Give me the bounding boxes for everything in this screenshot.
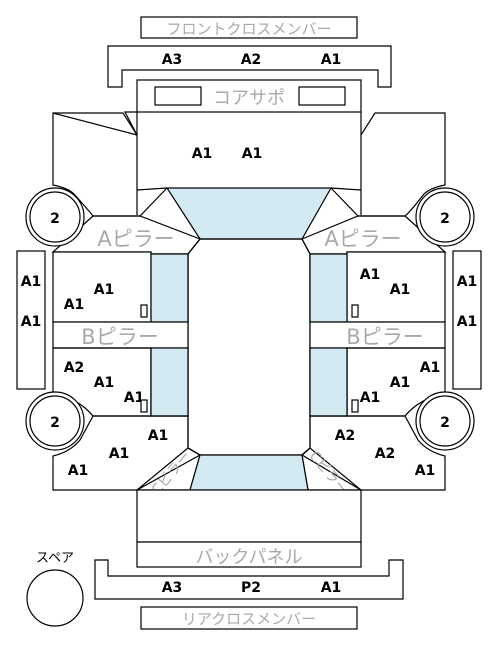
rear-cross-member-label: リアクロスメンバー [182,610,316,628]
front-cross-member-label: フロントクロスメンバー [166,20,331,38]
svg-text:A1: A1 [415,463,436,479]
left-b-pillar: Bピラー [52,321,189,349]
svg-text:A1: A1 [124,390,145,406]
left-rear-door: A2 A1 A1 [52,347,189,417]
svg-text:A1: A1 [360,390,381,406]
back-panel-label: バックパネル [195,547,302,568]
right-rear-door: A1 A1 A1 [309,347,446,417]
front-member-grade: A2 [241,52,262,68]
svg-text:A1: A1 [390,282,411,298]
svg-text:A1: A1 [148,428,169,444]
hood: A1 A1 [136,112,362,215]
svg-text:A1: A1 [360,267,381,283]
rear-member-grade: P2 [241,580,261,596]
left-rear-quarter: A1 A1 A1 [52,415,202,491]
tire-front-right: 2 [415,187,475,247]
door-handle [140,399,148,413]
rear-glass [189,454,309,491]
core-support: コアサポ [136,79,362,113]
svg-text:Aピラー: Aピラー [324,227,401,251]
spare-tire: スペア [26,551,84,627]
rear-cross-member: A3 P2 A1 リアクロスメンバー [94,559,404,630]
rear-member-grade: A3 [162,580,183,596]
svg-text:A2: A2 [64,360,85,376]
door-handle [351,304,359,318]
tire-rear-left: 2 [25,391,85,451]
svg-text:A1: A1 [21,314,42,330]
svg-text:Bピラー: Bピラー [81,325,158,349]
svg-text:A1: A1 [420,360,441,376]
svg-text:2: 2 [440,415,450,431]
svg-text:Aピラー: Aピラー [97,227,174,251]
right-fender-outline [330,112,446,217]
svg-text:A1: A1 [68,463,89,479]
svg-text:A1: A1 [21,274,42,290]
core-support-label: コアサポ [213,88,285,109]
svg-text:A1: A1 [457,314,478,330]
svg-text:A1: A1 [390,375,411,391]
door-handle [351,399,359,413]
right-b-pillar: Bピラー [309,321,446,349]
left-rocker-panel: A1 A1 [16,250,46,390]
tire-front-left: 2 [25,187,85,247]
svg-text:A1: A1 [457,274,478,290]
svg-text:A2: A2 [335,428,356,444]
front-member-grade: A1 [321,52,342,68]
right-front-door: A1 A1 [309,251,446,323]
svg-text:2: 2 [50,211,60,227]
front-member-grade: A3 [162,52,183,68]
svg-text:2: 2 [440,211,450,227]
svg-text:A1: A1 [94,375,115,391]
right-rocker-panel: A1 A1 [452,250,482,390]
left-front-door: A1 A1 [52,251,189,323]
hood-grade: A1 [192,146,213,162]
rear-member-grade: A1 [321,580,342,596]
svg-text:A2: A2 [375,446,396,462]
hood-grade: A1 [242,146,263,162]
spare-label: スペア [36,551,74,566]
left-fender-outline [53,112,138,136]
roof [187,238,311,456]
tire-rear-right: 2 [415,391,475,451]
windshield [165,187,333,240]
trunk [136,489,362,543]
front-cross-member: フロントクロスメンバー A3 A2 A1 [107,16,392,88]
svg-text:Bピラー: Bピラー [346,325,423,349]
svg-text:2: 2 [50,415,60,431]
svg-text:A1: A1 [109,446,130,462]
svg-text:A1: A1 [94,282,115,298]
back-panel: バックパネル [136,541,362,568]
left-front-fender [52,111,168,217]
svg-text:A1: A1 [64,297,85,313]
door-handle [140,304,148,318]
